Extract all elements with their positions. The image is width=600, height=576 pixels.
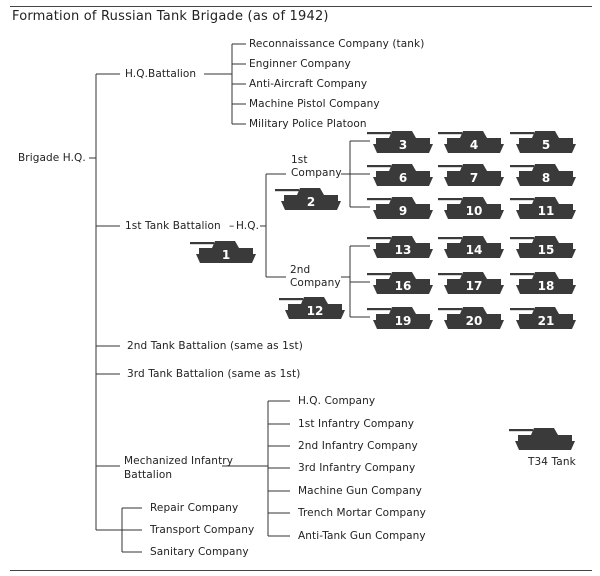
company-1-tank: 3 — [367, 131, 433, 153]
company-2-tank: 19 — [367, 307, 433, 329]
legend-tank-icon — [509, 428, 575, 450]
hq-unit: Reconnaissance Company (tank) — [249, 38, 425, 50]
hq-unit: Anti-Aircraft Company — [249, 78, 368, 90]
company-2-tank: 16 — [367, 272, 433, 294]
company-2-tank: 14 — [438, 236, 504, 258]
support-unit: Sanitary Company — [150, 546, 249, 558]
legend-label: T34 Tank — [528, 456, 576, 468]
tank-number: 9 — [399, 204, 407, 218]
company-1-tank: 10 — [438, 197, 504, 219]
company-2-tank: 20 — [438, 307, 504, 329]
tank-number: 11 — [538, 204, 555, 218]
hq-unit: Machine Pistol Company — [249, 98, 380, 110]
title-text: Formation of Russian Tank Brigade — [12, 9, 244, 24]
tank-number: 18 — [538, 279, 555, 293]
tank-number: 7 — [470, 171, 478, 185]
tank-number: 1 — [222, 248, 230, 262]
tank-number: 10 — [466, 204, 483, 218]
tank-number: 16 — [395, 279, 412, 293]
tank-number: 2 — [307, 195, 315, 209]
mech-unit: Anti-Tank Gun Company — [298, 530, 426, 542]
support-unit: Repair Company — [150, 502, 239, 514]
company-2-tank: 15 — [510, 236, 576, 258]
company-1-label: 1st Company — [291, 154, 342, 179]
company-2-tank: 21 — [510, 307, 576, 329]
company-1-tank: 11 — [510, 197, 576, 219]
tank-battalion-1-hq-label: H.Q. — [236, 220, 260, 232]
tank-battalion-1-label: 1st Tank Battalion — [125, 220, 221, 232]
tank-number: 20 — [466, 314, 483, 328]
tank-number: 19 — [395, 314, 412, 328]
mech-unit: 1st Infantry Company — [298, 418, 415, 430]
tank-number: 21 — [538, 314, 555, 328]
company-1-tank: 7 — [438, 164, 504, 186]
company-2-label: 2nd Company — [290, 264, 341, 289]
company-1-tank: 8 — [510, 164, 576, 186]
tank-number: 6 — [399, 171, 407, 185]
mech-battalion-label-line2: Battalion — [124, 469, 173, 481]
hq-battalion-label: H.Q.Battalion — [125, 68, 197, 80]
company-2-tank: 13 — [367, 236, 433, 258]
mech-unit: Trench Mortar Company — [298, 507, 426, 519]
top-rule — [10, 6, 592, 7]
brigade-hq-label: Brigade H.Q. — [18, 152, 86, 164]
tank-number: 4 — [470, 138, 478, 152]
tank-number: 15 — [538, 243, 555, 257]
battalion-command-tank: 1 — [190, 241, 256, 263]
company-1-tank: 6 — [367, 164, 433, 186]
hq-unit: Enginner Company — [249, 58, 351, 70]
tank-number: 17 — [466, 279, 483, 293]
tank-number: 14 — [466, 243, 483, 257]
hq-unit: Military Police Platoon — [249, 118, 367, 130]
tank-battalion-3-label: 3rd Tank Battalion (same as 1st) — [127, 368, 301, 380]
company-1-tank: 4 — [438, 131, 504, 153]
tank-number: 3 — [399, 138, 407, 152]
tank-battalion-2-label: 2nd Tank Battalion (same as 1st) — [127, 340, 303, 352]
chart-title: Formation of Russian Tank Brigade (as of… — [12, 9, 329, 24]
bottom-rule — [10, 570, 592, 571]
tank-number: 12 — [307, 304, 324, 318]
company-2-tank: 17 — [438, 272, 504, 294]
company-2-command-tank: 12 — [279, 297, 345, 319]
company-1-tank: 9 — [367, 197, 433, 219]
company-1-tank: 5 — [510, 131, 576, 153]
support-unit: Transport Company — [150, 524, 255, 536]
dash-connector: – — [229, 220, 235, 232]
tank-number: 5 — [542, 138, 550, 152]
mech-battalion-label-line1: Mechanized Infantry — [124, 455, 234, 467]
mech-unit: H.Q. Company — [298, 395, 376, 407]
company-2-tank: 18 — [510, 272, 576, 294]
mech-unit: Machine Gun Company — [298, 485, 422, 497]
mech-unit: 2nd Infantry Company — [298, 440, 418, 452]
title-note: (as of 1942) — [247, 9, 329, 24]
mech-unit: 3rd Infantry Company — [298, 462, 416, 474]
tank-number: 8 — [542, 171, 550, 185]
company-1-command-tank: 2 — [275, 188, 341, 210]
tank-number: 13 — [395, 243, 412, 257]
